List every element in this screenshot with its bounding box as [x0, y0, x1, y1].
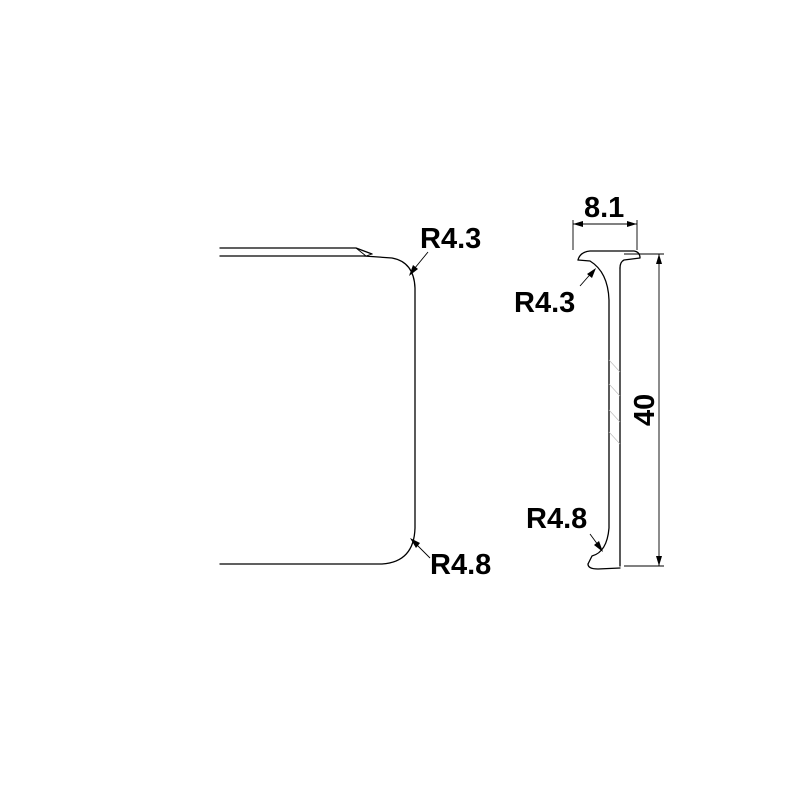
height-dimension-label: 40 [629, 394, 661, 426]
front-top-radius-label: R4.3 [420, 223, 481, 255]
front-bottom-radius-arrow [410, 538, 420, 548]
side-hidden-line-1 [608, 359, 621, 373]
width-arrow-right [627, 221, 637, 227]
side-bottom-radius-arrow [594, 541, 603, 552]
height-arrow-top [656, 254, 662, 264]
front-view: R4.3 R4.8 [219, 223, 491, 581]
side-hidden-line-4 [608, 431, 621, 445]
front-body-outline [219, 255, 416, 565]
height-arrow-bottom [656, 556, 662, 566]
front-top-radius-arrow [409, 265, 418, 276]
side-top-radius-arrow [587, 268, 596, 278]
side-bottom-foot [587, 563, 621, 570]
side-top-cap [577, 250, 641, 269]
side-hidden-line-2 [608, 383, 621, 397]
side-hidden-line-3 [608, 409, 621, 423]
front-bottom-radius-label: R4.8 [430, 549, 491, 581]
side-top-radius-label: R4.3 [514, 287, 575, 319]
width-arrow-left [573, 221, 583, 227]
side-bottom-radius-label: R4.8 [526, 503, 587, 535]
side-inner-face [577, 259, 610, 565]
front-top-lip-outer [219, 247, 373, 255]
width-dimension-label: 8.1 [584, 192, 624, 224]
side-view: 8.1 40 R4.3 R4.8 [514, 192, 664, 570]
